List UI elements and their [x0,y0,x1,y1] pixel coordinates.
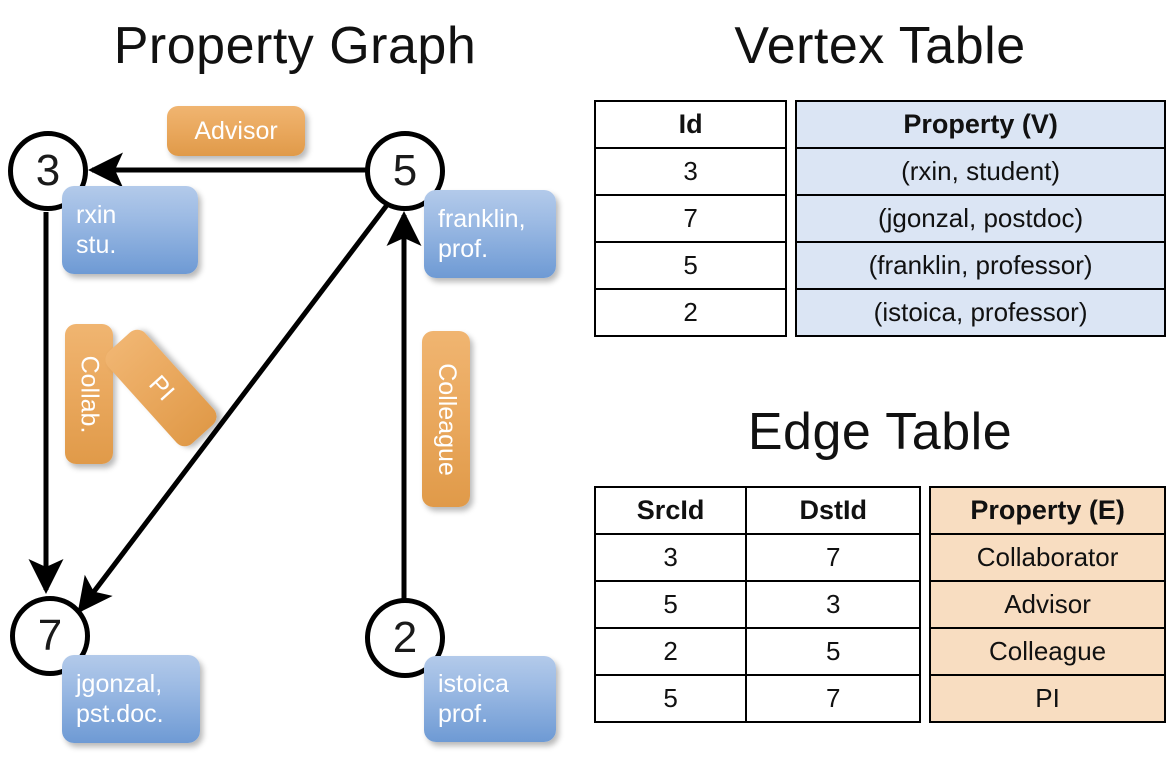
edge-col-header-property: Property (E) [929,486,1166,535]
property-box-line2: prof. [438,700,489,728]
table-row: 3 (rxin, student) [593,147,1166,196]
edge-label-advisor: Advisor [167,106,305,156]
property-box-line2: pst.doc. [76,700,164,728]
table-header-row: SrcId DstId Property (E) [593,486,1166,535]
edge-cell-property: Advisor [929,580,1166,629]
vertex-cell-property: (franklin, professor) [795,241,1166,290]
vertex-table: Id Property (V) 3 (rxin, student) 7 (jgo… [593,100,1166,337]
edge-cell-dstid: 7 [745,674,922,723]
vertex-table-title: Vertex Table [734,17,1026,75]
edge-col-header-srcid: SrcId [593,486,748,535]
edge-table-title: Edge Table [747,403,1013,461]
column-gap [920,534,931,581]
edge-cell-dstid: 5 [745,627,922,676]
edge-cell-srcid: 2 [593,627,748,676]
property-graph-title: Property Graph [113,17,477,75]
node-5[interactable]: 5 [365,131,445,211]
property-box-line2: prof. [438,235,489,263]
edge-cell-dstid: 7 [745,533,922,582]
property-graph-pane: Property Graph 3 5 7 2 rxin stu. frankli… [8,17,556,743]
column-gap [920,581,931,628]
property-box-line1: franklin, [438,204,526,233]
property-box-jgonzal: jgonzal, pst.doc. [62,655,200,743]
property-box-istoica: istoica prof. [424,656,556,742]
column-gap [920,628,931,675]
property-box-line2: stu. [76,231,117,259]
vertex-cell-id: 5 [593,241,788,290]
edge-table-pane: Edge Table SrcId DstId Property (E) 3 7 … [590,390,1170,760]
column-gap [786,289,797,336]
graph-edges-svg [28,152,422,614]
table-header-row: Id Property (V) [593,100,1166,149]
table-row: 3 7 Collaborator [593,533,1166,582]
column-gap [786,195,797,242]
column-gap [920,675,931,722]
property-box-line1: rxin [76,200,117,229]
property-box-line1: istoica [438,669,509,698]
table-row: 2 5 Colleague [593,627,1166,676]
vertex-cell-property: (istoica, professor) [795,288,1166,337]
table-row: 2 (istoica, professor) [593,288,1166,337]
vertex-cell-property: (jgonzal, postdoc) [795,194,1166,243]
column-gap [786,148,797,195]
edge-cell-property: Collaborator [929,533,1166,582]
vertex-table-pane: Vertex Table Id Property (V) 3 (rxin, st… [590,0,1170,390]
edge-cell-srcid: 3 [593,533,748,582]
column-gap [786,242,797,289]
edge-table: SrcId DstId Property (E) 3 7 Collaborato… [593,486,1166,723]
edge-cell-dstid: 3 [745,580,922,629]
property-box-line1: jgonzal, [76,669,163,698]
table-row: 7 (jgonzal, postdoc) [593,194,1166,243]
edge-cell-srcid: 5 [593,674,748,723]
vertex-cell-id: 7 [593,194,788,243]
edge-label-collab: Collab. [65,324,113,464]
vertex-cell-property: (rxin, student) [795,147,1166,196]
edge-label-text: Colleague [432,362,461,476]
vertex-col-header-property: Property (V) [795,100,1166,149]
node-2[interactable]: 2 [365,598,445,678]
edge-label-text: Advisor [194,116,278,145]
edge-label-text: PI [143,369,180,406]
property-box-rxin: rxin stu. [62,186,198,274]
edge-label-text: Collab. [75,355,104,433]
edge-5-to-7 [77,203,389,614]
vertex-cell-id: 3 [593,147,788,196]
column-gap [920,487,931,534]
edge-cell-property: PI [929,674,1166,723]
edge-label-colleague: Colleague [422,331,470,507]
vertex-col-header-id: Id [593,100,788,149]
property-box-franklin: franklin, prof. [424,190,556,278]
table-row: 5 7 PI [593,674,1166,723]
column-gap [786,101,797,148]
edge-cell-property: Colleague [929,627,1166,676]
edge-col-header-dstid: DstId [745,486,922,535]
table-row: 5 (franklin, professor) [593,241,1166,290]
vertex-cell-id: 2 [593,288,788,337]
table-row: 5 3 Advisor [593,580,1166,629]
edge-cell-srcid: 5 [593,580,748,629]
